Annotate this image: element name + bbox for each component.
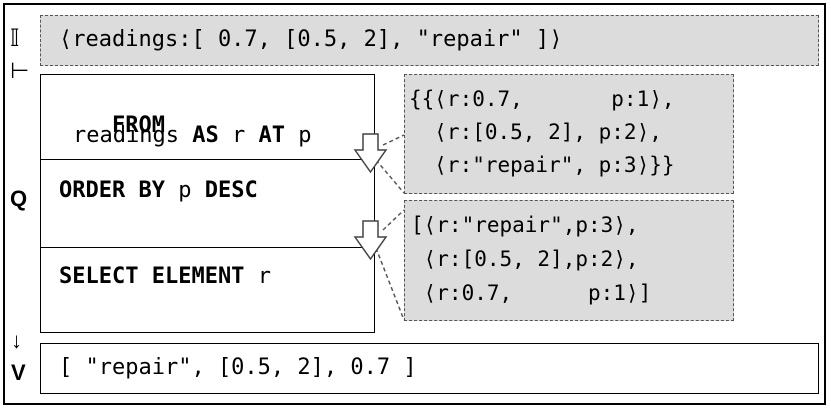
select-clause-body: SELECT ELEMENT r bbox=[59, 266, 271, 288]
bag-output-line-1: {{⟨r:0.7, p:1⟩, bbox=[409, 87, 675, 111]
list-output-box: [⟨r:"repair",p:3⟩, ⟨r:[0.5, 2],p:2⟩, ⟨r:… bbox=[404, 200, 734, 321]
at-keyword: AT bbox=[258, 123, 285, 148]
list-output-line-3: ⟨r:0.7, p:1⟩] bbox=[411, 281, 652, 305]
select-expression: r bbox=[257, 264, 271, 289]
from-clause-body: readings AS r AT p bbox=[73, 125, 311, 147]
from-expression: readings bbox=[73, 123, 179, 148]
bag-output-box: {{⟨r:0.7, p:1⟩, ⟨r:[0.5, 2], p:2⟩, ⟨r:"r… bbox=[404, 74, 734, 194]
order-by-clause-box: ORDER BY p DESC bbox=[40, 159, 375, 248]
as-variable: r bbox=[231, 123, 246, 148]
order-by-clause-body: ORDER BY p DESC bbox=[59, 180, 258, 202]
list-output-line-2: ⟨r:[0.5, 2],p:2⟩, bbox=[411, 247, 639, 271]
select-element-keyword: SELECT ELEMENT bbox=[59, 264, 245, 289]
bag-output-line-2: ⟨r:[0.5, 2], p:2⟩, bbox=[409, 120, 662, 144]
result-value-text: [ "repair", [0.5, 2], 0.7 ] bbox=[59, 355, 417, 380]
list-output-line-1: [⟨r:"repair",p:3⟩, bbox=[411, 213, 639, 237]
bag-output-line-3: ⟨r:"repair", p:3⟩}} bbox=[409, 153, 675, 177]
at-variable: p bbox=[298, 123, 312, 148]
input-binding-text: ⟨readings:[ 0.7, [0.5, 2], "repair" ]⟩ bbox=[59, 27, 563, 52]
order-by-expression: p bbox=[178, 178, 192, 203]
result-value-box: [ "repair", [0.5, 2], 0.7 ] bbox=[40, 343, 819, 394]
as-keyword: AS bbox=[192, 123, 219, 148]
down-arrow: ↓ bbox=[11, 328, 22, 353]
from-clause-box: FROM readings AS r AT p bbox=[40, 74, 375, 160]
environment-symbol: 𝕀 bbox=[10, 25, 20, 52]
turnstile-symbol: ⊢ bbox=[10, 58, 30, 83]
desc-keyword: DESC bbox=[204, 178, 258, 203]
order-by-keyword: ORDER BY bbox=[59, 178, 165, 203]
from-keyword: FROM bbox=[111, 113, 165, 138]
query-label: Q bbox=[10, 186, 28, 211]
select-clause-box: SELECT ELEMENT r bbox=[40, 247, 375, 333]
input-binding-box: ⟨readings:[ 0.7, [0.5, 2], "repair" ]⟩ bbox=[40, 15, 819, 66]
value-label: V bbox=[11, 360, 26, 385]
